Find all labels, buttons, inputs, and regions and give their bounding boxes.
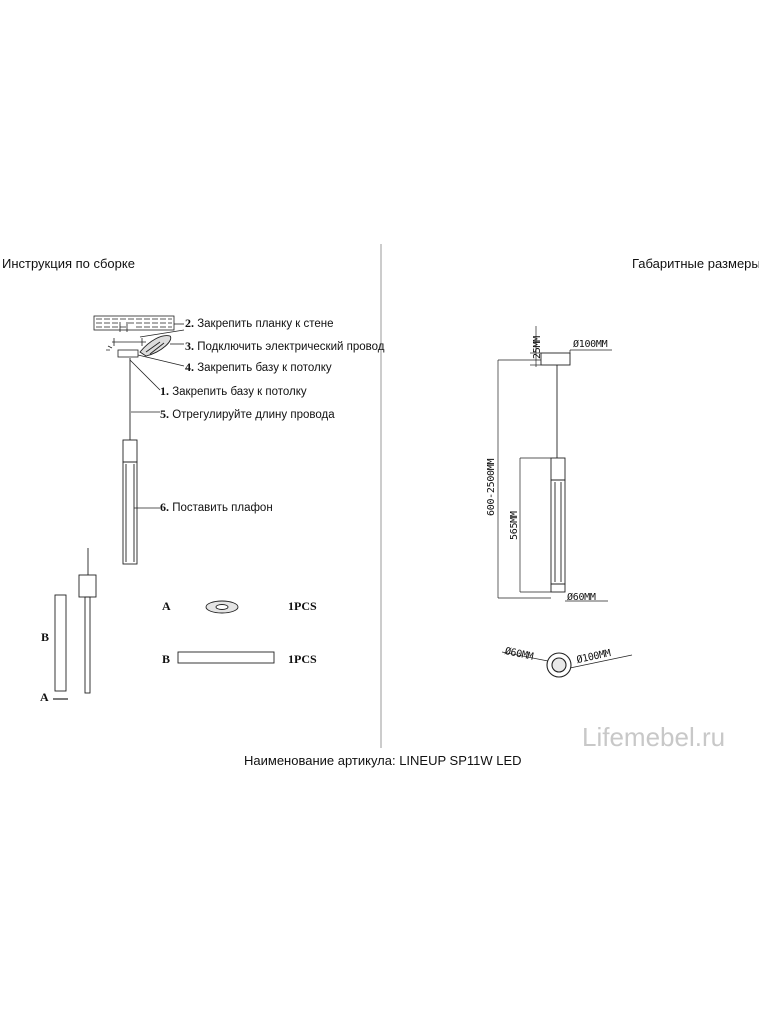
part-b-side: [54, 594, 67, 692]
assembled-lamp-side: [78, 548, 97, 694]
dim-base-height: 25MM: [532, 336, 543, 359]
dim-shade-length: 565MM: [509, 511, 520, 540]
leader-lines: [129, 323, 185, 509]
dimensions-header: Габаритные размеры: [632, 256, 759, 271]
part-a-side-label: A: [40, 690, 49, 704]
assembly-header: Инструкция по сборке: [2, 256, 135, 271]
step-5: 5. Отрегулируйте длину провода: [160, 407, 335, 421]
part-a-label: A: [162, 599, 171, 613]
watermark: Lifemebel.ru: [582, 722, 726, 752]
dim-shade-diameter: Ø60MM: [567, 592, 596, 603]
article-name: Наименование артикула: LINEUP SP11W LED: [244, 753, 522, 768]
step-1: 1. Закрепить базу к потолку: [160, 384, 307, 398]
step-3: 3. Подключить электрический провод: [185, 339, 385, 353]
dim-total-length: 600-2500MM: [486, 458, 497, 516]
part-a-ring: [205, 600, 239, 614]
part-b-qty: 1PCS: [288, 652, 317, 666]
ceiling-plate: [93, 315, 175, 332]
part-b-tube: [177, 651, 275, 664]
mounting-bracket: [106, 338, 146, 358]
lamp-shade: [122, 439, 138, 565]
step-2: 2. Закрепить планку к стене: [185, 316, 334, 330]
step-4: 4. Закрепить базу к потолку: [185, 360, 332, 374]
dim-base-diameter: Ø100MM: [573, 339, 608, 350]
top-view: [501, 651, 633, 678]
part-a-qty: 1PCS: [288, 599, 317, 613]
part-b-side-label: B: [41, 630, 50, 644]
wire-connector: [139, 335, 172, 357]
part-b-label: B: [162, 652, 171, 666]
dimension-lamp: [540, 352, 571, 593]
step-6: 6. Поставить плафон: [160, 500, 273, 514]
dimension-lines: [497, 326, 612, 602]
